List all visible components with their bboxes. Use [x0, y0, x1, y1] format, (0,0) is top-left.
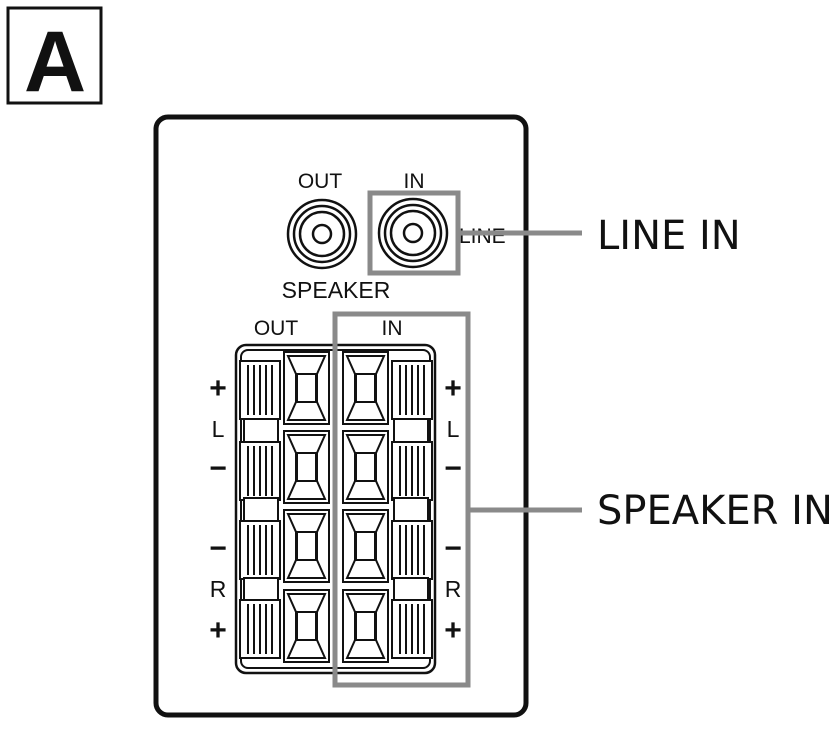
left-mark-minus-bottom: − [209, 532, 227, 565]
speaker-in-highlight [332, 311, 471, 688]
left-mark-minus-top: − [209, 452, 227, 485]
left-mark-plus-top: + [209, 372, 227, 405]
rca-out-jack [286, 198, 358, 270]
right-mark-plus-top: + [444, 372, 462, 405]
rca-out-label: OUT [298, 170, 343, 193]
callout-line-in: LINE IN [597, 213, 741, 259]
speaker-out-knobs [239, 360, 281, 659]
rca-in-jack [377, 197, 449, 269]
speaker-in-knobs [391, 360, 433, 659]
right-mark-r: R [445, 576, 462, 602]
panel-letter-badge: A [6, 6, 103, 110]
right-mark-plus-bottom: + [444, 614, 462, 647]
left-mark-l: L [212, 416, 225, 442]
left-mark-plus-bottom: + [209, 614, 227, 647]
terminal-out-label: OUT [254, 317, 299, 340]
rca-in-label: IN [404, 170, 425, 193]
right-mark-minus-bottom: − [444, 532, 462, 565]
rca-speaker-label: SPEAKER [282, 277, 391, 303]
rca-line-label: LINE [459, 225, 506, 248]
right-mark-minus-top: − [444, 452, 462, 485]
right-mark-l: L [447, 416, 460, 442]
left-mark-r: R [210, 576, 227, 602]
callout-speaker-in: SPEAKER IN [597, 488, 832, 534]
panel-letter: A [24, 14, 86, 110]
terminal-in-label: IN [382, 317, 403, 340]
